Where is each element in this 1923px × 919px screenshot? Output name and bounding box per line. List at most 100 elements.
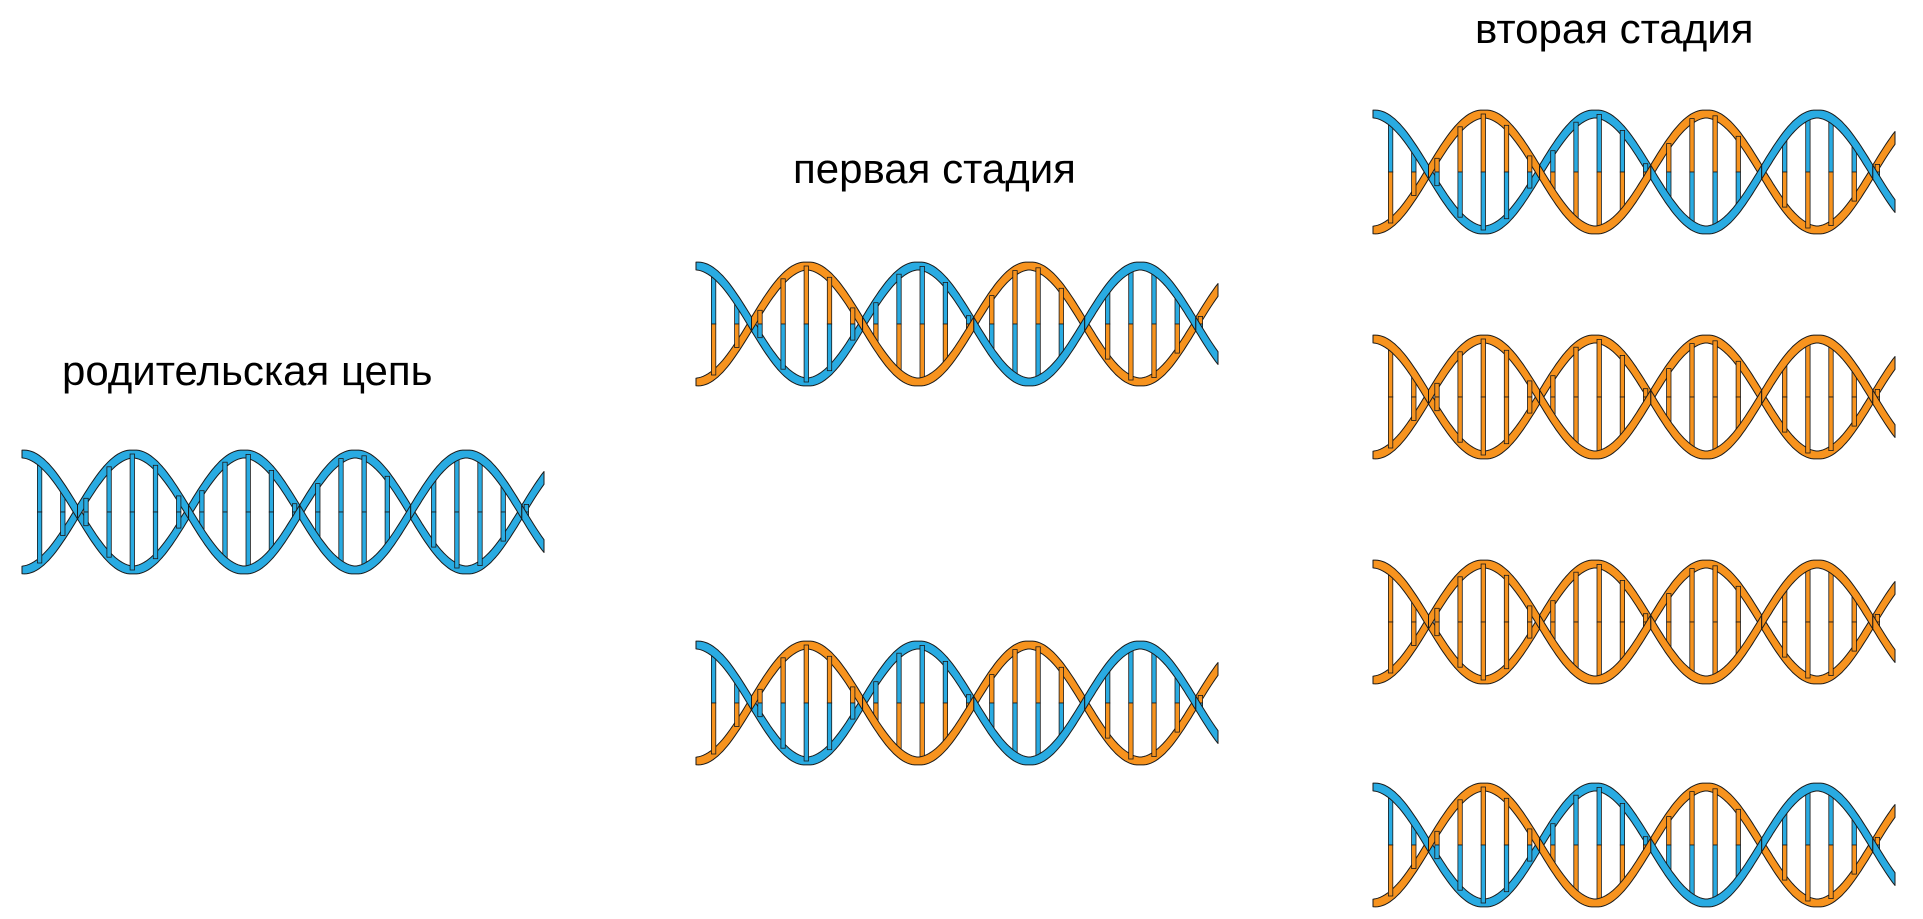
strand-a-ribbon bbox=[1872, 614, 1896, 663]
base-pair-half bbox=[1457, 126, 1463, 173]
base-pair-half bbox=[1851, 396, 1857, 427]
base-pair-half bbox=[1527, 828, 1533, 846]
base-pair-half bbox=[1012, 270, 1018, 325]
base-pair-half bbox=[129, 511, 135, 571]
base-pair-half bbox=[942, 660, 949, 704]
base-pair-half bbox=[1596, 113, 1602, 173]
helix-back-layer bbox=[1372, 334, 1896, 460]
helix-front-layer bbox=[1372, 559, 1896, 685]
base-pair-half bbox=[1503, 349, 1510, 398]
base-pair-half bbox=[1666, 816, 1672, 846]
strand-b-ribbon bbox=[862, 316, 975, 387]
base-pair-half bbox=[919, 644, 925, 704]
base-pair-half bbox=[989, 674, 995, 704]
strand-a-ribbon bbox=[1539, 782, 1652, 853]
base-pair-half bbox=[245, 511, 251, 570]
base-pair-half bbox=[477, 457, 483, 513]
strand-b-ribbon bbox=[1539, 614, 1652, 685]
base-pair-half bbox=[896, 273, 902, 325]
base-pair-half bbox=[1527, 380, 1533, 398]
base-pair-half bbox=[1689, 621, 1695, 676]
base-pair-half bbox=[942, 281, 949, 325]
base-pair-half bbox=[37, 460, 43, 513]
base-pair-half bbox=[1689, 844, 1695, 899]
base-pair-half bbox=[1805, 396, 1811, 454]
base-pair-half bbox=[1434, 171, 1440, 187]
strand-a-ribbon bbox=[1539, 559, 1652, 630]
base-pair-half bbox=[850, 702, 856, 720]
base-pair-half bbox=[1828, 621, 1834, 676]
base-pair-half bbox=[1503, 574, 1510, 623]
strand-a-ribbon bbox=[21, 449, 78, 520]
base-pair-half bbox=[1689, 343, 1695, 398]
strand-a-ribbon bbox=[1372, 334, 1429, 405]
base-pair-half bbox=[1457, 351, 1463, 398]
strand-a-ribbon bbox=[695, 640, 752, 711]
helix-front-layer bbox=[1372, 334, 1896, 460]
base-pair-half bbox=[1573, 346, 1579, 398]
base-pair-half bbox=[1828, 790, 1834, 846]
base-pair-half bbox=[83, 497, 89, 513]
base-pair-half bbox=[176, 511, 182, 529]
base-pairs bbox=[711, 644, 1204, 762]
base-pair-half bbox=[1388, 171, 1394, 224]
base-pairs bbox=[1388, 563, 1881, 681]
base-pair-half bbox=[780, 323, 786, 370]
base-pair-half bbox=[1388, 345, 1394, 398]
base-pair-half bbox=[1805, 565, 1811, 623]
base-pair-half bbox=[1434, 621, 1440, 637]
base-pair-half bbox=[1503, 124, 1510, 173]
base-pair-half bbox=[1573, 121, 1579, 173]
base-pair-half bbox=[1527, 171, 1533, 189]
base-pair-half bbox=[1480, 338, 1486, 398]
strand-b-ribbon bbox=[1372, 837, 1429, 908]
base-pair-half bbox=[1434, 844, 1440, 860]
helix-back-layer bbox=[695, 640, 1219, 766]
base-pair-half bbox=[1828, 567, 1834, 623]
base-pair-half bbox=[780, 278, 786, 325]
base-pair-half bbox=[1434, 382, 1440, 398]
base-pair-half bbox=[60, 511, 66, 536]
strand-a-ribbon bbox=[1195, 695, 1219, 744]
helix-back-layer bbox=[1372, 782, 1896, 908]
base-pair-half bbox=[222, 461, 228, 513]
base-pair-half bbox=[1619, 579, 1626, 623]
base-pair-half bbox=[1128, 702, 1134, 760]
base-pair-half bbox=[1782, 396, 1788, 433]
base-pair-half bbox=[1550, 150, 1556, 173]
base-pairs bbox=[1388, 338, 1881, 456]
second-stage-dna-helix-1 bbox=[1372, 109, 1896, 235]
base-pair-half bbox=[1388, 844, 1394, 897]
base-pair-half bbox=[431, 511, 437, 548]
first-stage-dna-helix-top bbox=[695, 261, 1219, 387]
base-pair-half bbox=[1689, 118, 1695, 173]
parent-chain-label: родительская цепь bbox=[62, 347, 433, 394]
base-pair-half bbox=[1596, 844, 1602, 903]
base-pair-half bbox=[1388, 396, 1394, 449]
base-pair-half bbox=[1828, 342, 1834, 398]
parent-dna-helix bbox=[21, 449, 545, 575]
base-pair-half bbox=[1596, 171, 1602, 230]
strand-b-ribbon bbox=[695, 695, 752, 766]
base-pair-half bbox=[1503, 844, 1510, 893]
base-pair-half bbox=[1619, 129, 1626, 173]
base-pair-half bbox=[1828, 844, 1834, 899]
base-pair-half bbox=[1105, 323, 1111, 360]
base-pair-half bbox=[1805, 171, 1811, 229]
base-pair-half bbox=[1128, 323, 1134, 381]
base-pair-half bbox=[1058, 666, 1064, 704]
base-pair-half bbox=[1689, 171, 1695, 226]
base-pair-half bbox=[1712, 340, 1718, 398]
base-pair-half bbox=[1805, 340, 1811, 398]
base-pair-half bbox=[1573, 794, 1579, 846]
base-pair-half bbox=[780, 657, 786, 704]
helix-front-layer bbox=[695, 261, 1219, 387]
base-pair-half bbox=[1058, 287, 1064, 325]
base-pair-half bbox=[1503, 171, 1510, 220]
base-pair-half bbox=[850, 686, 856, 704]
base-pair-half bbox=[1828, 171, 1834, 226]
first-stage-dna-helix-bottom bbox=[695, 640, 1219, 766]
base-pair-half bbox=[477, 511, 483, 566]
base-pair-half bbox=[1128, 267, 1134, 325]
strand-a-ribbon bbox=[1372, 109, 1429, 180]
